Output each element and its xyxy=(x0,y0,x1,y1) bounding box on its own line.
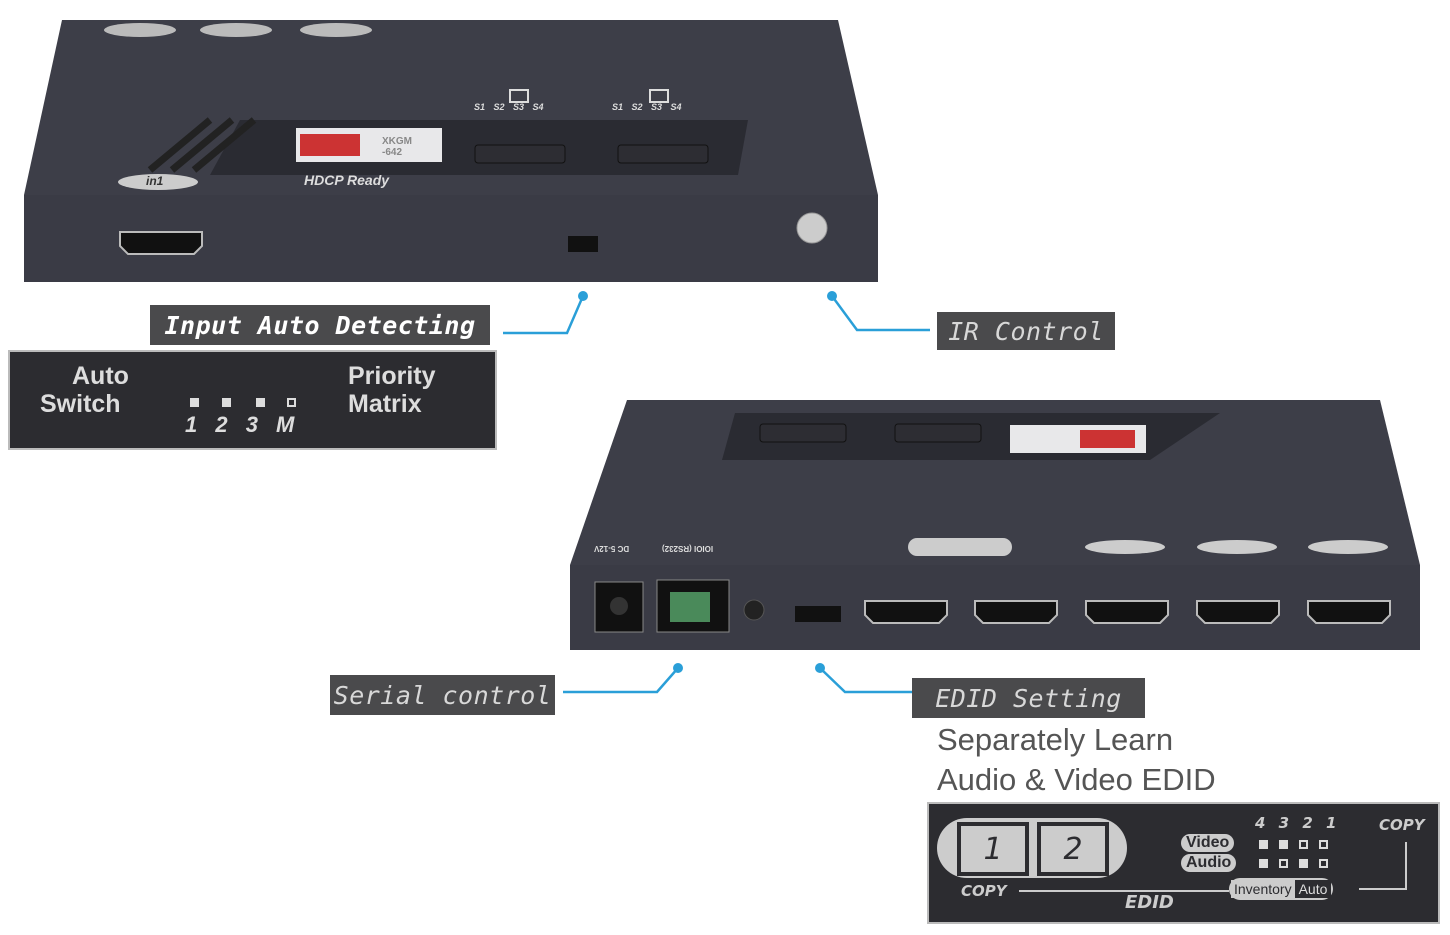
callout-input-auto-detecting: Input Auto Detecting xyxy=(150,305,490,345)
ir-receiver xyxy=(796,212,828,244)
dc-input-label: DC 5-12V xyxy=(594,544,630,553)
callout-ir-control: IR Control xyxy=(937,312,1115,350)
display-text: XKGM -642 xyxy=(382,136,412,158)
dip-numbers: 4 3 2 1 xyxy=(1255,814,1341,832)
switch-closeup: Auto Switch Priority Matrix 1 2 3 M xyxy=(8,350,497,450)
hdmi-port xyxy=(119,231,203,255)
switch-slider xyxy=(568,236,598,252)
matrix-label: Matrix xyxy=(348,390,422,418)
serial-port-label: IOIOI (RS232) xyxy=(662,544,714,553)
button-1 xyxy=(474,144,566,164)
ir-port xyxy=(743,599,765,621)
inventory-label: Inventory xyxy=(1231,880,1295,898)
screen-1-icon: 1 xyxy=(957,822,1029,876)
callout-edid-setting: EDID Setting xyxy=(912,678,1145,718)
copy-right-label: COPY xyxy=(1379,816,1425,834)
video-label: Video xyxy=(1181,834,1235,852)
port-labels-screen-1: S1 S2 S3 S4 xyxy=(474,102,544,112)
top-device: HDCP Ready XKGM -642 in1 S1 S2 S3 S4 S1 … xyxy=(24,20,880,282)
edid-closeup: 1 2 COPY EDID 4 3 2 1 Video Audio Invent… xyxy=(927,802,1440,924)
button-2 xyxy=(617,144,709,164)
screen-2-icon: 2 xyxy=(1037,822,1109,876)
edid-label: EDID xyxy=(1125,892,1174,913)
auto-label: Auto xyxy=(72,362,129,390)
screen-2-mark xyxy=(649,89,669,103)
auto-mode-label: Auto xyxy=(1294,880,1332,898)
callout-serial-control: Serial control xyxy=(330,675,555,715)
edid-description-line2: Audio & Video EDID xyxy=(937,762,1216,797)
priority-label: Priority xyxy=(348,362,436,390)
in1-badge xyxy=(118,174,198,190)
audio-label: Audio xyxy=(1181,854,1237,872)
in1-badge-label: in1 xyxy=(146,174,164,188)
screen-1-mark xyxy=(509,89,529,103)
copy-left-label: COPY xyxy=(961,882,1007,900)
switch-positions: 1 2 3 M xyxy=(185,412,301,437)
switch-label: Switch xyxy=(40,390,121,418)
edid-description-line1: Separately Learn xyxy=(937,722,1174,757)
port-labels-screen-2: S1 S2 S3 S4 xyxy=(612,102,682,112)
hdcp-ready-label: HDCP Ready xyxy=(304,172,390,188)
